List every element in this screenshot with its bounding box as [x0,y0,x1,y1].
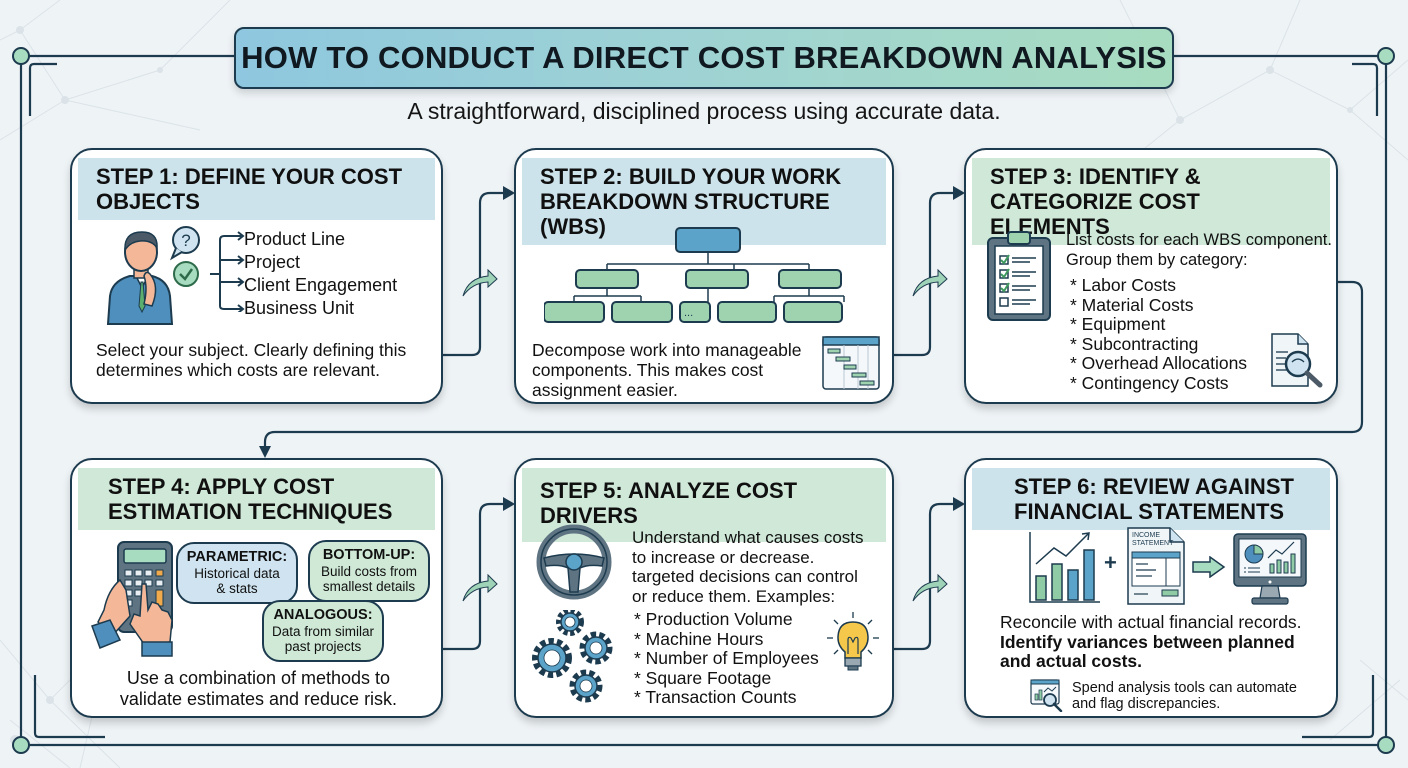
step-3-title-line1: STEP 3: IDENTIFY & [990,164,1201,189]
lightbulb-icon [827,612,879,671]
step-3-header: STEP 3: IDENTIFY & CATEGORIZE COST ELEME… [972,158,1330,245]
technique-desc: Data from similar [271,624,374,639]
wbs-tree-icon [544,227,845,323]
cost-category-item: * Labor Costs [1070,275,1177,295]
technique-name: ANALOGOUS: [273,607,373,623]
step-5-intro-line: targeted decisions can control [632,567,858,586]
step-5-card: STEP 5: ANALYZE COST DRIVERS Understand … [514,458,894,718]
cost-object-list: Product Line Project Client Engagement B… [244,228,397,320]
checklist-clipboard-icon [987,231,1051,321]
step-1-title-line1: STEP 1: DEFINE YOUR COST [96,164,403,189]
cost-category-item: * Contingency Costs [1070,372,1229,393]
right-arrow-icon [1192,556,1226,578]
step-6-tip-line: and flag discrepancies. [1072,696,1221,712]
step-3-intro-line: Group them by category: [1066,251,1248,269]
statement-label-line2: STATEMENT [1132,540,1174,547]
cost-driver-item: * Number of Employees [634,648,819,668]
cost-driver-item: * Square Footage [634,667,772,688]
step-6-tip-line: Spend analysis tools can automate [1072,680,1297,696]
technique-desc: smallest details [322,579,416,594]
step-4-card: STEP 4: APPLY COST ESTIMATION TECHNIQUES… [70,458,443,718]
step-4-description: Use a combination of methods to validate… [72,668,441,710]
step-5-intro-line: or reduce them. Examples: [632,586,836,606]
technique-bubble-parametric: PARAMETRIC: Historical data & stats [176,542,298,604]
step-6-card: STEP 6: REVIEW AGAINST FINANCIAL STATEME… [964,458,1338,718]
step-6-desc-line-bold: Identify variances between planned [1000,631,1295,652]
thinking-person-icon: ? [106,226,200,325]
step-1-desc-line: Select your subject. Clearly defining th… [96,340,407,360]
technique-bubble-bottom-up: BOTTOM-UP: Build costs from smallest det… [308,540,430,602]
step-6-title-line2: FINANCIAL STATEMENTS [1014,499,1285,524]
title-banner: HOW TO CONDUCT A DIRECT COST BREAKDOWN A… [234,27,1174,89]
step-1-desc-line: determines which costs are relevant. [96,360,381,380]
step-3-card: STEP 3: IDENTIFY & CATEGORIZE COST ELEME… [964,148,1338,404]
step-1-header: STEP 1: DEFINE YOUR COST OBJECTS [78,158,435,220]
step-2-desc-line: assignment easier. [532,380,678,400]
technique-name: BOTTOM-UP: [322,547,416,563]
gantt-chart-icon [822,336,880,390]
cost-category-item: * Overhead Allocations [1070,353,1248,373]
step-2-title-line1: STEP 2: BUILD YOUR WORK [540,164,842,189]
technique-desc: Build costs from [320,564,418,579]
step-2-card: STEP 2: BUILD YOUR WORK BREAKDOWN STRUCT… [514,148,894,404]
cost-driver-item: * Transaction Counts [634,687,797,707]
cost-object-item: Business Unit [244,298,355,318]
cost-object-item: Client Engagement [244,275,398,295]
step-5-title: STEP 5: ANALYZE COST DRIVERS [540,478,798,528]
step-5-header: STEP 5: ANALYZE COST DRIVERS [522,468,886,542]
cost-object-item: Project [244,252,301,272]
income-statement-icon: INCOME STATEMENT [1127,527,1185,605]
cost-category-list: * Labor Costs * Material Costs * Equipme… [1070,275,1248,393]
step-1-description: Select your subject. Clearly defining th… [96,340,406,380]
cost-object-item: Product Line [244,229,346,249]
step-4-desc-line: Use a combination of methods to [126,668,391,688]
step-5-intro-line: to increase or decrease. [632,547,815,567]
monitor-dashboard-icon [1233,533,1307,605]
cost-category-item: * Subcontracting [1070,333,1199,354]
step-4-title-line1: STEP 4: APPLY COST [108,474,335,499]
page-title: HOW TO CONDUCT A DIRECT COST BREAKDOWN A… [241,40,1167,75]
technique-desc: past projects [284,639,362,654]
step-2-title-line2: BREAKDOWN STRUCTURE (WBS) [540,189,830,239]
plus-icon: + [1104,550,1117,575]
step-4-title-line2: ESTIMATION TECHNIQUES [108,499,393,524]
step-5-intro-line: Understand what causes costs [632,528,864,547]
document-search-icon [1271,333,1323,388]
technique-desc: & stats [216,581,258,596]
cost-driver-list: * Production Volume * Machine Hours * Nu… [634,609,819,708]
technique-desc: Historical data [194,566,280,581]
step-3-intro: List costs for each WBS component. Group… [1066,230,1332,270]
step-2-desc-line: components. This makes cost [532,360,764,380]
step-6-desc-line-bold: and actual costs. [1000,651,1142,671]
page-subtitle: A straightforward, disciplined process u… [407,98,1001,124]
cost-category-item: * Equipment [1070,314,1166,334]
technique-name: PARAMETRIC: [186,549,288,565]
step-4-header: STEP 4: APPLY COST ESTIMATION TECHNIQUES [78,468,435,530]
branch-arrows-icon [210,231,245,312]
steering-wheel-icon [536,524,612,600]
spend-analysis-tool-icon [1030,679,1063,712]
cost-category-item: * Material Costs [1070,294,1194,315]
step-6-tip: Spend analysis tools can automate and fl… [1072,680,1297,712]
growth-bar-chart-icon [1029,532,1100,603]
step-6-title-line1: STEP 6: REVIEW AGAINST [1014,474,1294,499]
step-3-intro-line: List costs for each WBS component. [1066,231,1332,249]
cost-driver-item: * Production Volume [634,609,793,629]
step-1-title-line2: OBJECTS [96,189,200,214]
step-2-description: Decompose work into manageable component… [532,340,801,400]
step-6-description: Reconcile with actual financial records.… [1000,612,1302,672]
step-2-desc-line: Decompose work into manageable [532,340,802,360]
step-1-card: STEP 1: DEFINE YOUR COST OBJECTS ? Produ… [70,148,443,404]
step-4-desc-line: validate estimates and reduce risk. [119,689,398,709]
step-6-desc-line: Reconcile with actual financial records. [1000,612,1302,632]
gears-icon [532,610,613,703]
cost-driver-item: * Machine Hours [634,628,764,649]
statement-label-line1: INCOME [1132,532,1160,539]
svg-text:?: ? [181,231,190,250]
step-6-header: STEP 6: REVIEW AGAINST FINANCIAL STATEME… [972,468,1330,530]
technique-bubble-analogous: ANALOGOUS: Data from similar past projec… [262,600,384,662]
step-5-intro: Understand what causes costs to increase… [632,528,864,606]
wbs-ellipsis: ... [684,307,694,319]
calculator-hand-icon [91,541,173,657]
